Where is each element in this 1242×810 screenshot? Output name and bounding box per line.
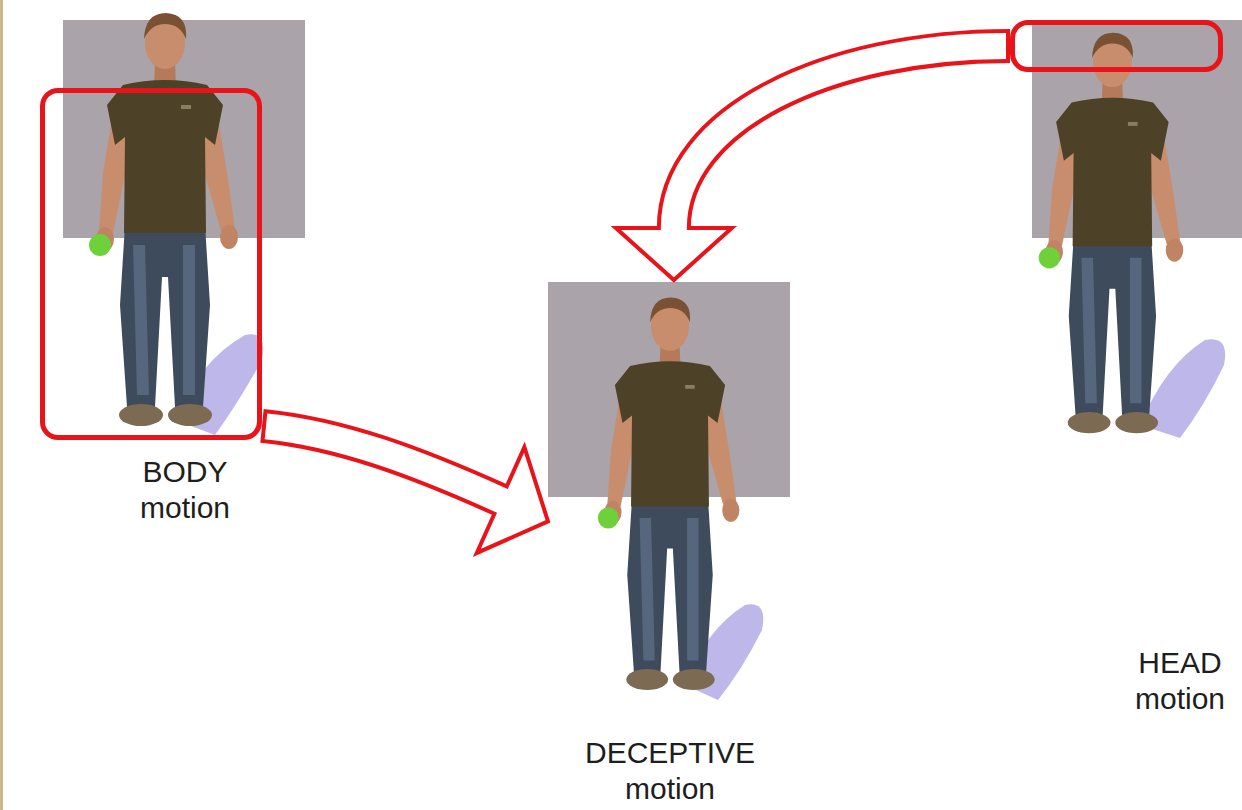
arrow-head [616, 228, 732, 280]
figure-caption: BODY motion [125, 454, 245, 526]
figure-panel: DECEPTIVE motion [548, 282, 790, 702]
highlight-box: HEAD motion [1010, 20, 1223, 72]
hollow-arrow [262, 426, 548, 553]
character [598, 298, 740, 690]
hollow-arrow [616, 46, 1010, 280]
slide-border [0, 0, 3, 810]
figure-caption: DECEPTIVE motion [580, 735, 760, 807]
highlight-box: BODY motion [40, 88, 262, 440]
character [1039, 33, 1184, 434]
figure-caption: HEAD motion [1125, 645, 1235, 717]
character [89, 13, 238, 426]
arrow-fill [266, 426, 505, 502]
arrow-fill [674, 46, 1006, 233]
